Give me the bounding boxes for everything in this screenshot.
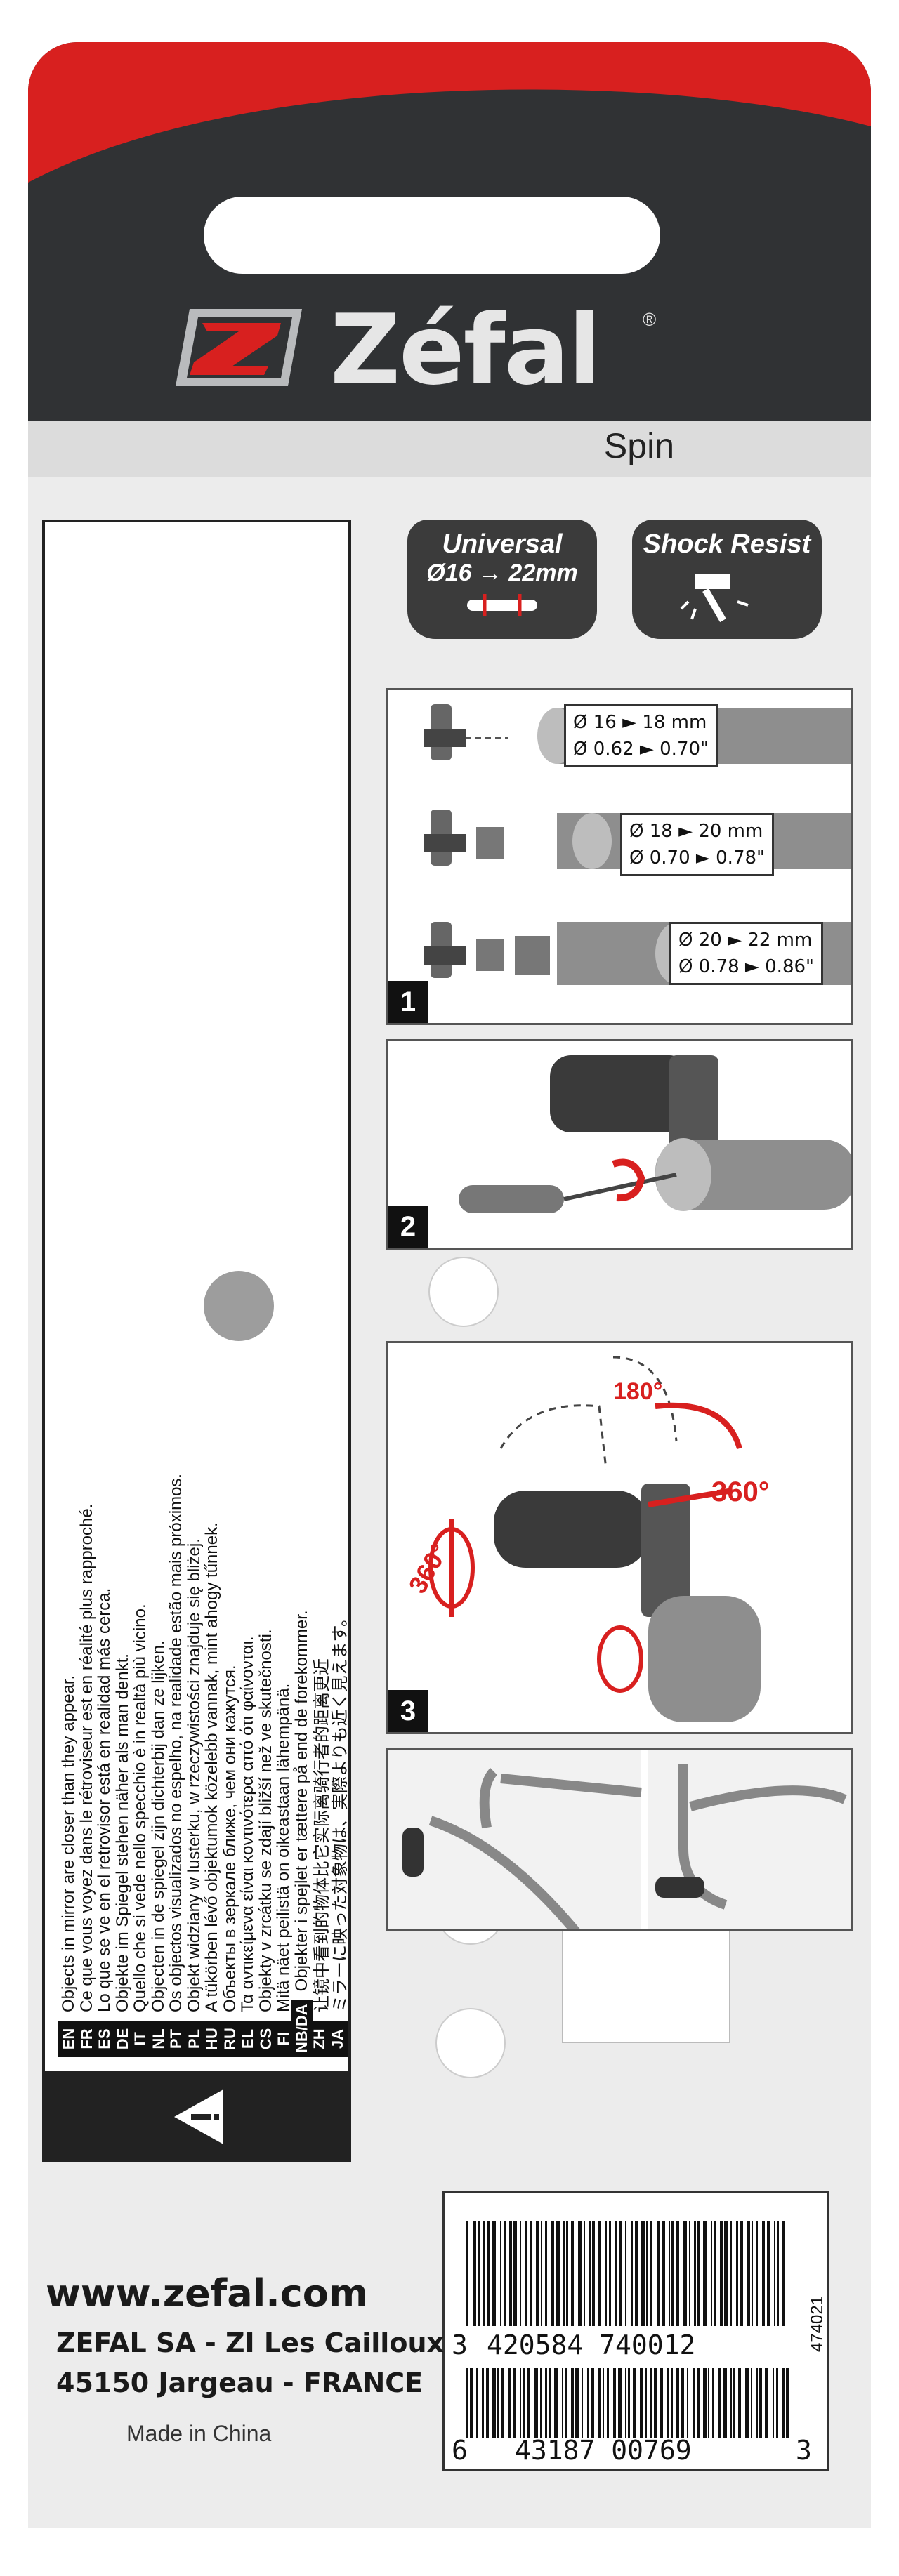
warning-text: Mitä näet peilistä on oikeastaan lähempä… xyxy=(274,1683,293,2012)
step-3-panel: 180° 360° 360° 3 xyxy=(386,1341,853,1734)
step-2-panel: 2 xyxy=(386,1039,853,1250)
warning-panel xyxy=(42,520,351,2162)
feature-subtitle: Ø16 → 22mm xyxy=(426,560,578,586)
step-number: 1 xyxy=(388,981,428,1023)
size-mm: Ø 18 ► 20 mm xyxy=(629,821,763,842)
warning-text: Ce que vous voyez dans le rétroviseur es… xyxy=(77,1503,96,2012)
warning-text: Lo que se ve en el retrovisor está en re… xyxy=(95,1587,114,2012)
made-in-label: Made in China xyxy=(126,2421,272,2446)
size-label-2: Ø 18 ► 20 mm Ø 0.70 ► 0.78" xyxy=(620,813,774,876)
warning-text: Objecten in de spiegel zijn dichterbij d… xyxy=(148,1640,168,2012)
rotation-adjust-illustration xyxy=(428,1356,761,1722)
address-line-2: 45150 Jargeau - FRANCE xyxy=(56,2367,424,2398)
warning-triangle-icon xyxy=(174,2089,223,2144)
size-label-1: Ø 16 ► 18 mm Ø 0.62 ► 0.70" xyxy=(564,704,718,767)
size-inch: Ø 0.70 ► 0.78" xyxy=(629,847,765,868)
warning-text: Objekt widziany w lusterku, w rzeczywist… xyxy=(184,1538,204,2012)
feature-badge-shock-resist: Shock Resist xyxy=(632,520,822,639)
bike-mount-panel xyxy=(386,1748,853,1931)
feature-title: Universal xyxy=(442,529,563,559)
size-mm: Ø 16 ► 18 mm xyxy=(573,712,707,733)
website-link[interactable]: www.zefal.com xyxy=(46,2271,369,2316)
angle-label-180: 180° xyxy=(613,1378,663,1405)
ean-number: 420584 740012 xyxy=(487,2330,696,2360)
angle-label-360: 360° xyxy=(711,1477,770,1507)
red-swoosh-decoration xyxy=(28,42,871,183)
punch-hole xyxy=(204,1271,274,1341)
language-code: JA xyxy=(327,2021,348,2057)
barcode-area: 3 420584 740012 6 43187 00769 3 xyxy=(442,2191,829,2471)
size-mm: Ø 20 ► 22 mm xyxy=(678,930,813,951)
address-line-1: ZEFAL SA - ZI Les Cailloux xyxy=(56,2327,445,2358)
punch-hole xyxy=(435,2008,506,2078)
warning-text: Os objectos visualizados no espelho, na … xyxy=(166,1473,185,2012)
upc-barcode-icon xyxy=(466,2368,789,2438)
ean-barcode-icon xyxy=(466,2221,785,2326)
warning-text: Quello che si vede nello specchio è in r… xyxy=(131,1604,150,2012)
registered-mark: ® xyxy=(643,309,657,330)
upc-prefix: 6 xyxy=(452,2435,468,2466)
feature-badge-universal: Universal Ø16 → 22mm xyxy=(407,520,597,639)
warning-text: Объекты в зеркале ближе, чем они кажутся… xyxy=(220,1665,239,2012)
warning-text: A tükörben lévő objektumok közelebb vann… xyxy=(202,1522,221,2012)
size-inch: Ø 0.78 ► 0.86" xyxy=(678,956,814,977)
ean-prefix: 3 xyxy=(452,2330,468,2360)
hammer-icon xyxy=(680,574,749,623)
warning-text: Objekty v zrcátku se zdají bližší než ve… xyxy=(256,1629,275,2012)
feature-title: Shock Resist xyxy=(643,529,811,559)
model-name: Spin xyxy=(603,426,674,465)
size-inch: Ø 0.62 ► 0.70" xyxy=(573,739,709,760)
step-1-panel: Ø 16 ► 18 mm Ø 0.62 ► 0.70" Ø 18 ► 20 mm… xyxy=(386,688,853,1025)
brand-name: Zéfal xyxy=(330,293,601,407)
screwdriver-tighten-illustration xyxy=(459,1055,851,1213)
warning-text: Τα αντικείμενα είναι κοντινότερα από ότι… xyxy=(238,1636,257,2012)
step-number: 3 xyxy=(388,1690,428,1732)
warning-text: Objekte im Spiegel stehen näher als man … xyxy=(112,1653,132,2012)
warning-line: JA ミラーに映った対象物は、実際よりも近く見えます。 xyxy=(327,1610,349,2057)
step-number: 2 xyxy=(388,1206,428,1248)
zefal-logo-icon xyxy=(176,309,302,386)
upc-suffix: 3 xyxy=(796,2435,812,2466)
size-label-3: Ø 20 ► 22 mm Ø 0.78 ► 0.86" xyxy=(669,922,823,985)
hang-hole xyxy=(204,197,660,274)
card-header xyxy=(28,42,871,435)
bike-handlebar-illustration xyxy=(388,1750,851,1929)
handlebar-clamp-icon xyxy=(467,594,537,616)
upc-number: 43187 00769 xyxy=(515,2435,692,2466)
model-band xyxy=(28,421,871,477)
warning-text: Objects in mirror are closer than they a… xyxy=(59,1675,78,2012)
warning-text: ミラーに映った対象物は、実際よりも近く見えます。 xyxy=(330,1609,349,2012)
punch-hole xyxy=(428,1257,499,1327)
sku-code: 474021 xyxy=(808,2295,827,2352)
